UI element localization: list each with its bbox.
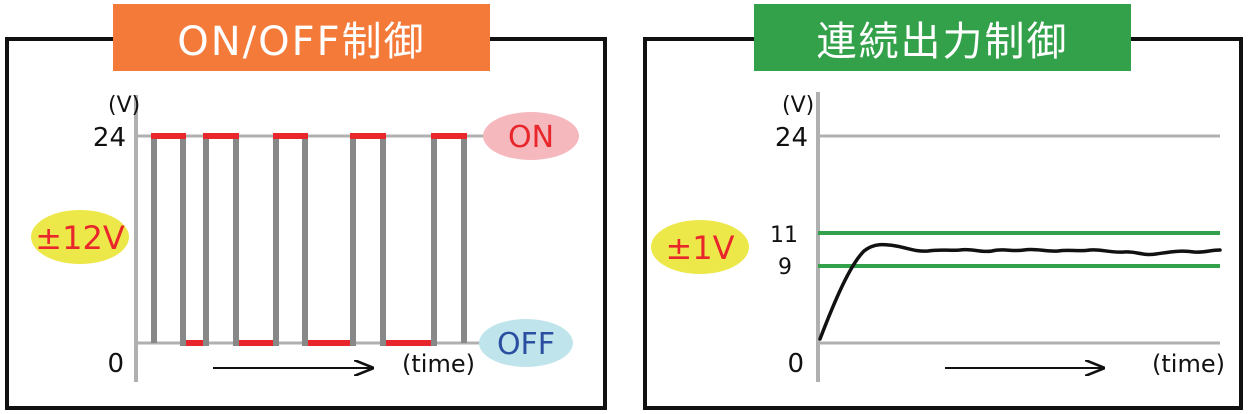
- on-bubble: [483, 112, 579, 160]
- left-band-label: ±12V: [35, 219, 125, 257]
- continuous-panel: [643, 37, 1243, 410]
- left-x-label: (time): [402, 350, 475, 378]
- off-bubble: [479, 319, 573, 367]
- left-y-tick-24: 24: [93, 123, 126, 153]
- on-label: ON: [508, 120, 554, 155]
- right-y-tick-11: 11: [770, 223, 798, 248]
- left-y-unit: (V): [108, 93, 140, 118]
- left-y-tick-0: 0: [107, 349, 124, 379]
- right-y-tick-24: 24: [775, 123, 808, 153]
- continuous-response-curve: [818, 242, 1222, 341]
- continuous-title-banner: 連続出力制御: [754, 4, 1131, 71]
- off-label: OFF: [497, 327, 555, 362]
- right-x-label: (time): [1152, 350, 1225, 378]
- right-y-tick-9: 9: [778, 255, 792, 280]
- on-off-pulse-train: [151, 133, 467, 346]
- continuous-title: 連続出力制御: [816, 18, 1069, 65]
- right-y-unit: (V): [782, 93, 814, 118]
- right-y-tick-0: 0: [787, 349, 804, 379]
- right-band-label: ±1V: [665, 229, 734, 267]
- on-off-title-banner: ON/OFF制御: [113, 4, 490, 71]
- right-band-bubble: [651, 220, 749, 274]
- left-band-bubble: [31, 210, 129, 264]
- on-off-title: ON/OFF制御: [177, 18, 426, 65]
